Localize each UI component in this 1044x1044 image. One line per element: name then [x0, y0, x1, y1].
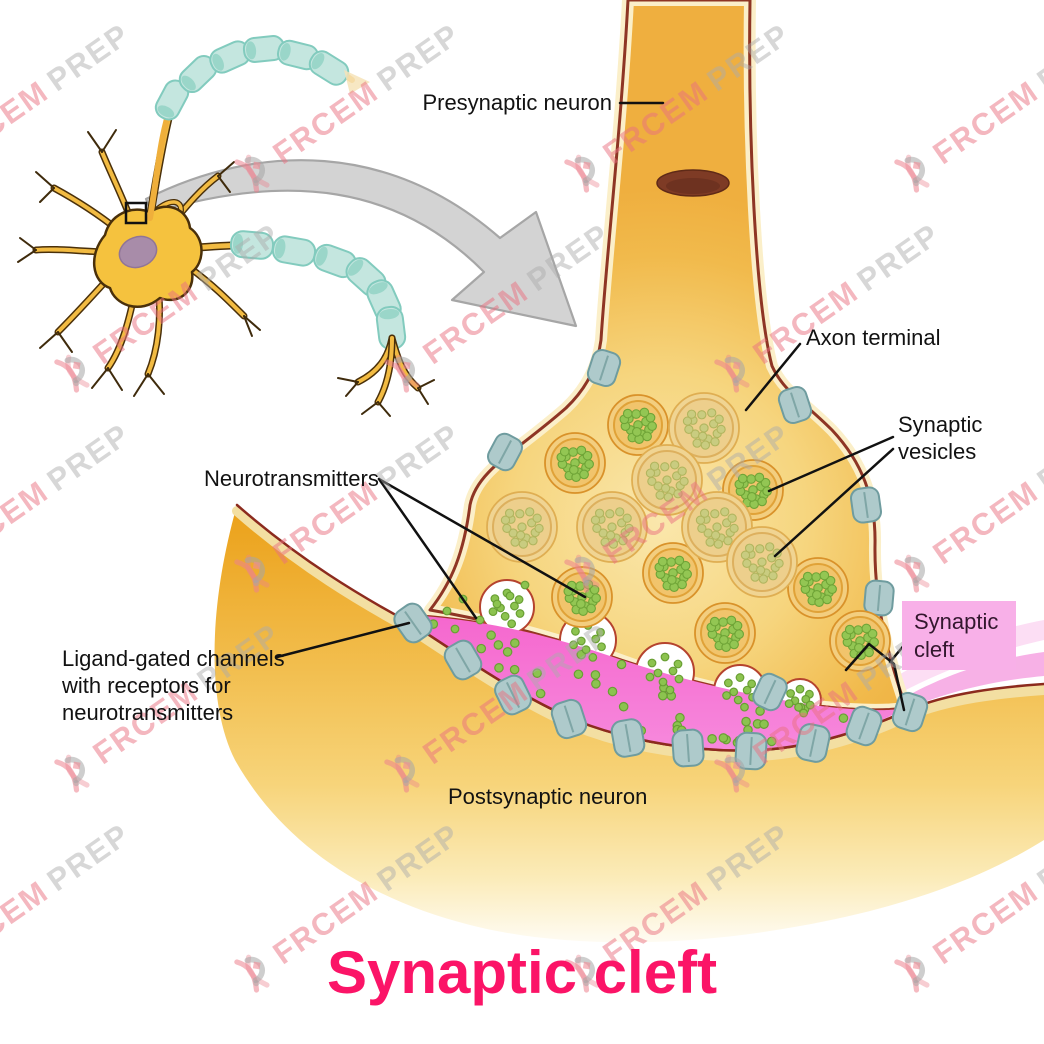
label-neurotransmitters: Neurotransmitters [204, 466, 379, 491]
label-synaptic-vesicles: Synaptic vesicles [898, 412, 983, 464]
label-postsynaptic-neuron: Postsynaptic neuron [448, 784, 648, 809]
label-axon-terminal: Axon terminal [806, 325, 941, 350]
label-ligand-gated-channels: Ligand-gated channels with receptors for… [62, 646, 285, 725]
callout-synaptic-cleft: Synaptic cleft [902, 601, 1016, 670]
label-presynaptic-neuron: Presynaptic neuron [422, 90, 612, 115]
page-title: Synaptic cleft [326, 939, 718, 1006]
synapse-artwork [17, 0, 1044, 943]
